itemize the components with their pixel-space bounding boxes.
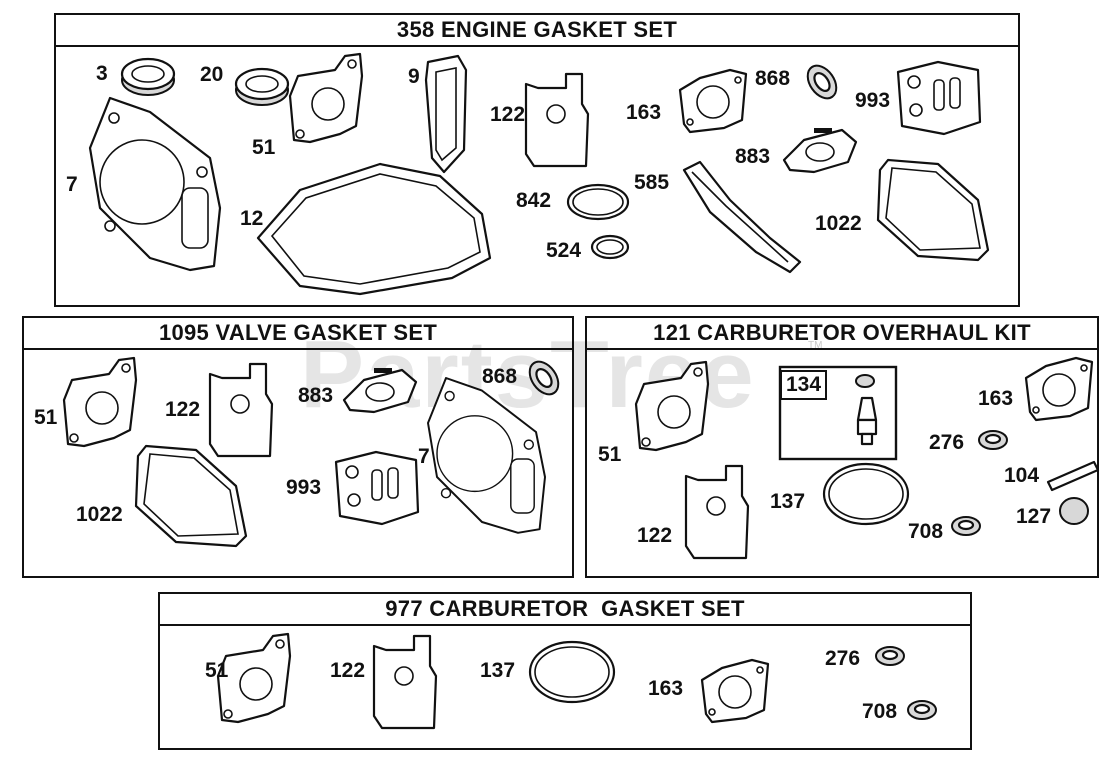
label-kit-122: 122 [637, 524, 673, 547]
label-part-3: 3 [96, 62, 108, 85]
label-kit-51: 51 [598, 443, 622, 466]
label-valve-883: 883 [298, 384, 334, 407]
label-part-1022: 1022 [815, 212, 862, 235]
part-585 [682, 160, 802, 274]
label-kit-163: 163 [978, 387, 1014, 410]
valve-gasket-set-panel: 1095 VALVE GASKET SET [22, 316, 574, 578]
label-part-20: 20 [200, 63, 224, 86]
label-kit-276: 276 [929, 431, 965, 454]
label-carb-708: 708 [862, 700, 898, 723]
carburetor-overhaul-kit-panel: 121 CARBURETOR OVERHAUL KIT [585, 316, 1099, 578]
label-carb-163: 163 [648, 677, 684, 700]
part-12 [256, 162, 492, 296]
label-kit-127: 127 [1016, 505, 1052, 528]
label-kit-134: 134 [780, 370, 828, 400]
label-part-868: 868 [755, 67, 791, 90]
label-valve-1022: 1022 [76, 503, 123, 526]
engine-gasket-set-panel: 358 ENGINE GASKET SET [54, 13, 1020, 307]
valve-gasket-set-title: 1095 VALVE GASKET SET [24, 318, 572, 350]
label-part-122: 122 [490, 103, 526, 126]
label-part-993: 993 [855, 89, 891, 112]
label-valve-993: 993 [286, 476, 322, 499]
carburetor-overhaul-kit-title: 121 CARBURETOR OVERHAUL KIT [587, 318, 1097, 350]
pin-104 [1046, 460, 1100, 492]
watermark-trademark: TM [808, 340, 823, 351]
part-9 [424, 54, 468, 174]
label-carb-122: 122 [330, 659, 366, 682]
label-part-12: 12 [240, 207, 264, 230]
label-valve-122: 122 [165, 398, 201, 421]
needle-valve-icon [856, 396, 878, 446]
label-kit-708: 708 [908, 520, 944, 543]
label-part-9: 9 [408, 65, 420, 88]
label-part-883: 883 [735, 145, 771, 168]
label-carb-51: 51 [205, 659, 229, 682]
label-valve-51: 51 [34, 406, 58, 429]
label-carb-276: 276 [825, 647, 861, 670]
label-part-585: 585 [634, 171, 670, 194]
label-kit-137: 137 [770, 490, 806, 513]
label-valve-868: 868 [482, 365, 518, 388]
label-part-163: 163 [626, 101, 662, 124]
label-part-842: 842 [516, 189, 552, 212]
engine-gasket-set-title: 358 ENGINE GASKET SET [56, 15, 1018, 47]
carburetor-gasket-set-panel: 977 CARBURETOR GASKET SET [158, 592, 972, 750]
label-kit-104: 104 [1004, 464, 1040, 487]
label-part-7: 7 [66, 173, 78, 196]
label-carb-137: 137 [480, 659, 516, 682]
label-valve-7: 7 [418, 445, 430, 468]
label-part-524: 524 [546, 239, 582, 262]
label-part-51: 51 [252, 136, 276, 159]
carburetor-gasket-set-title: 977 CARBURETOR GASKET SET [160, 594, 970, 626]
